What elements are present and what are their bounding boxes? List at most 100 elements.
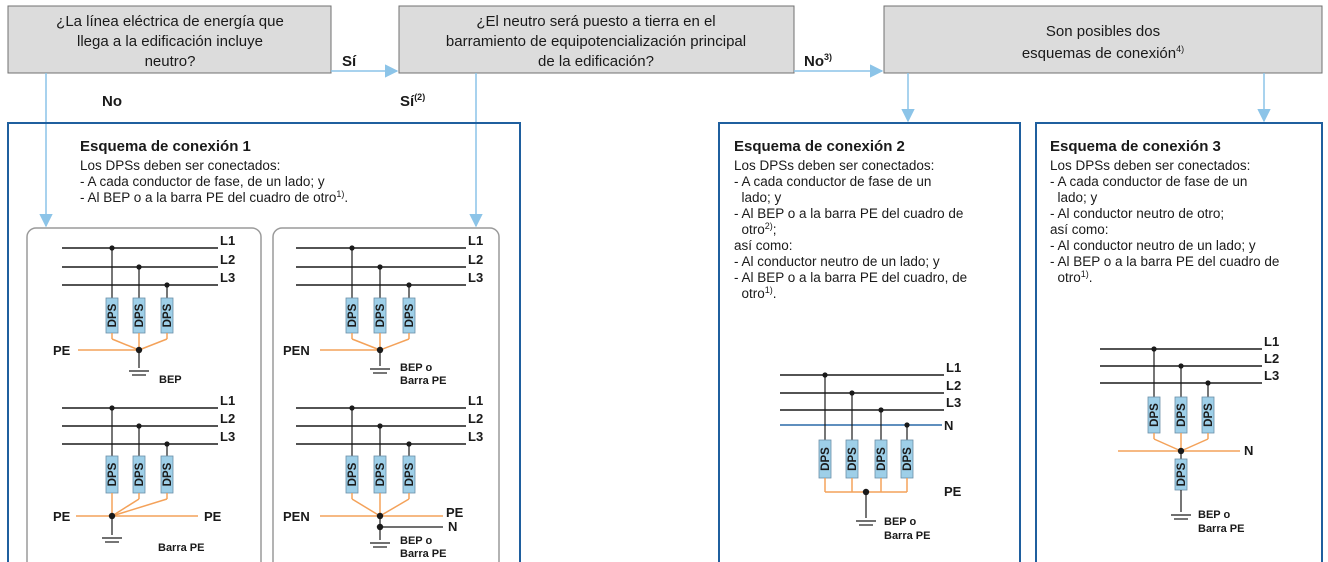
phase-label-l2: L2 [468, 252, 483, 267]
scheme-2-line-2: - A cada conductor de fase de un [734, 174, 931, 189]
barra-pe-label: Barra PE [400, 548, 446, 560]
scheme-3-line-1: Los DPSs deben ser conectados: [1050, 158, 1250, 173]
fan-wire [111, 498, 168, 517]
dps-label: DPS [1176, 403, 1188, 427]
scheme-2-line-1: Los DPSs deben ser conectados: [734, 158, 934, 173]
pen-label: PEN [283, 509, 310, 524]
phase-junction [349, 245, 355, 251]
dps-label: DPS [404, 303, 416, 327]
bep-label: BEP [159, 374, 182, 386]
n-label: N [944, 418, 953, 433]
fan-wire [1153, 438, 1182, 452]
scheme-3-line-6: - Al conductor neutro de un lado; y [1050, 238, 1256, 253]
barra-pe-label: Barra PE [884, 530, 930, 542]
scheme-2-panel [718, 122, 1021, 562]
phase-junction [1178, 363, 1184, 369]
neutral-junction [904, 422, 910, 428]
label-yes-1: Sí [342, 53, 357, 70]
phase-junction [164, 282, 170, 288]
dps-label: DPS [134, 303, 146, 327]
scheme-3-panel [1035, 122, 1323, 562]
dps-label: DPS [347, 303, 359, 327]
label-no-1: No [102, 93, 122, 110]
n-label: N [448, 519, 457, 534]
dps-label: DPS [134, 462, 146, 486]
pe-label: PE [53, 343, 71, 358]
dps-label: DPS [876, 447, 888, 471]
pe-label-left: PE [53, 509, 71, 524]
phase-label-l3: L3 [1264, 368, 1279, 383]
fan-wire [111, 498, 140, 517]
scheme-2-line-4: - Al BEP o a la barra PE del cuadro de [734, 206, 963, 221]
fan-wire [138, 338, 168, 351]
pen-label: PEN [283, 343, 310, 358]
phase-junction [849, 390, 855, 396]
question-2-line-1: ¿El neutro será puesto a tierra en el [476, 13, 715, 30]
bep-o-label: BEP o [400, 362, 432, 374]
bep-o-label: BEP o [884, 516, 916, 528]
dps-label: DPS [820, 447, 832, 471]
dps-label: DPS [404, 462, 416, 486]
phase-junction [878, 407, 884, 413]
dps-label: DPS [162, 303, 174, 327]
phase-label-l1: L1 [468, 233, 483, 248]
question-3-line-2: esquemas de conexión4) [1022, 44, 1184, 62]
dps-label: DPS [847, 447, 859, 471]
question-2-line-3: de la edificación? [538, 53, 654, 70]
pe-label: PE [446, 505, 464, 520]
dps-label: DPS [1203, 403, 1215, 427]
scheme-2-title: Esquema de conexión 2 [734, 138, 905, 155]
phase-label-l2: L2 [220, 252, 235, 267]
pe-label: PE [944, 484, 962, 499]
scheme-2-line-7: - Al conductor neutro de un lado; y [734, 254, 940, 269]
scheme-3-line-4: - Al conductor neutro de otro; [1050, 206, 1224, 221]
n-label: N [1244, 443, 1253, 458]
phase-label-l2: L2 [946, 378, 961, 393]
scheme-3-line-8: otro1). [1050, 269, 1093, 285]
fan-wire [1180, 438, 1209, 452]
barra-pe-label: Barra PE [158, 542, 204, 554]
scheme-1-panel [7, 122, 521, 562]
phase-label-l3: L3 [220, 270, 235, 285]
dps-label: DPS [902, 447, 914, 471]
question-1-line-2: llega a la edificación incluye [77, 33, 263, 50]
phase-junction [822, 372, 828, 378]
barra-pe-label: Barra PE [400, 375, 446, 387]
phase-junction [136, 423, 142, 429]
phase-label-l2: L2 [468, 411, 483, 426]
phase-label-l1: L1 [468, 393, 483, 408]
question-box-1 [7, 5, 332, 74]
phase-junction [1151, 346, 1157, 352]
fan-wire [351, 338, 381, 351]
dps-label: DPS [107, 462, 119, 486]
scheme-2-line-6: así como: [734, 238, 793, 253]
phase-label-l3: L3 [468, 270, 483, 285]
dps-label: DPS [162, 462, 174, 486]
phase-junction [136, 264, 142, 270]
dps-label: DPS [375, 303, 387, 327]
label-yes-2: Sí(2) [400, 92, 425, 110]
question-1-line-1: ¿La línea eléctrica de energía que [56, 13, 284, 30]
phase-label-l2: L2 [1264, 351, 1279, 366]
dps-label: DPS [107, 303, 119, 327]
scheme-1-line-a: - A cada conductor de fase, de un lado; … [80, 174, 325, 189]
scheme-3-line-2: - A cada conductor de fase de un [1050, 174, 1247, 189]
phase-label-l1: L1 [946, 360, 961, 375]
phase-label-l3: L3 [946, 395, 961, 410]
phase-junction [377, 423, 383, 429]
question-box-2 [398, 5, 795, 74]
phase-label-l2: L2 [220, 411, 235, 426]
scheme-3-title: Esquema de conexión 3 [1050, 138, 1221, 155]
scheme-1-title: Esquema de conexión 1 [80, 138, 251, 155]
bep-o-label: BEP o [400, 535, 432, 547]
scheme-2-line-8: - Al BEP o a la barra PE del cuadro, de [734, 270, 967, 285]
scheme-3-line-7: - Al BEP o a la barra PE del cuadro de [1050, 254, 1279, 269]
phase-label-l3: L3 [220, 429, 235, 444]
phase-junction [109, 245, 115, 251]
question-2-line-2: barramiento de equipotencialización prin… [446, 33, 746, 50]
scheme-1-line-b: - Al BEP o a la barra PE del cuadro de o… [80, 189, 348, 205]
dps-label: DPS [347, 462, 359, 486]
phase-junction [349, 405, 355, 411]
